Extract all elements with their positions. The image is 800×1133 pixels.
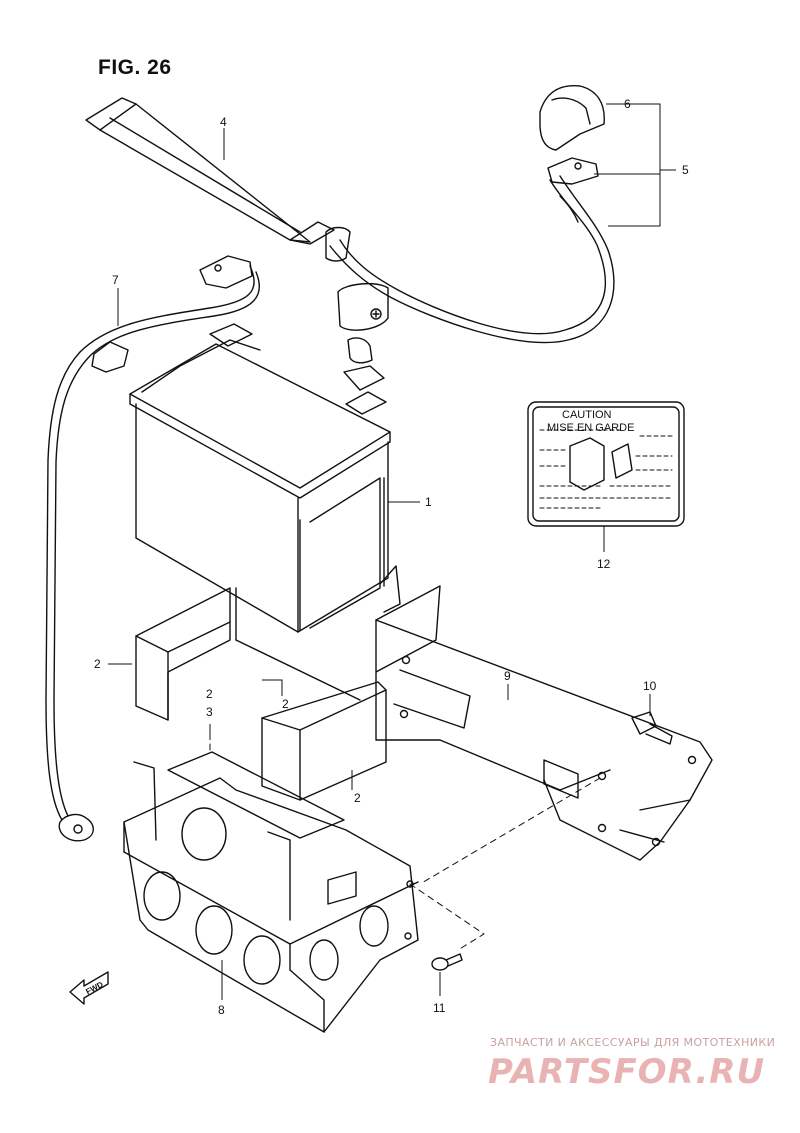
bolt-10 xyxy=(631,711,673,745)
battery-case xyxy=(123,761,419,1033)
callout-9: 9 xyxy=(504,669,511,683)
caution-label xyxy=(527,401,685,527)
callout-labels: 1 2 2 2 2 3 4 5 6 7 8 9 10 11 12 xyxy=(94,97,689,1017)
callout-2-lower: 2 xyxy=(354,791,361,805)
battery xyxy=(129,323,391,633)
callout-leaders xyxy=(108,103,676,1000)
callout-5: 5 xyxy=(682,163,689,177)
caution-label-line1: CAUTION xyxy=(562,409,612,421)
watermark-tagline: ЗАПЧАСТИ И АКСЕССУАРЫ ДЛЯ МОТОТЕХНИКИ xyxy=(490,1036,776,1049)
screw-11 xyxy=(431,953,463,971)
positive-cable xyxy=(325,157,615,391)
battery-bracket xyxy=(375,565,713,861)
battery-strap xyxy=(85,97,335,245)
negative-cable xyxy=(45,255,261,842)
callout-4: 4 xyxy=(220,115,227,129)
callout-2-left: 2 xyxy=(94,657,101,671)
caution-label-line2: MISE EN GARDE xyxy=(547,422,634,434)
callout-7: 7 xyxy=(112,273,119,287)
callout-8: 8 xyxy=(218,1003,225,1017)
watermark-logo: PARTSFOR.RU xyxy=(488,1052,766,1092)
callout-11: 11 xyxy=(433,1001,446,1015)
callout-10: 10 xyxy=(643,679,657,693)
terminal-cover xyxy=(539,85,605,151)
figure-title: FIG. 26 xyxy=(98,56,172,79)
battery-pads xyxy=(135,587,387,839)
forward-arrow-label: FWD xyxy=(84,980,105,997)
forward-arrow-icon xyxy=(69,971,109,1005)
callout-3: 3 xyxy=(206,705,213,719)
assembly-guide-lines xyxy=(209,737,601,951)
callout-2-center: 2 xyxy=(282,697,289,711)
callout-6: 6 xyxy=(624,97,631,111)
callout-1: 1 xyxy=(425,495,432,509)
callout-12: 12 xyxy=(597,557,611,571)
callout-2-upper: 2 xyxy=(206,687,213,701)
